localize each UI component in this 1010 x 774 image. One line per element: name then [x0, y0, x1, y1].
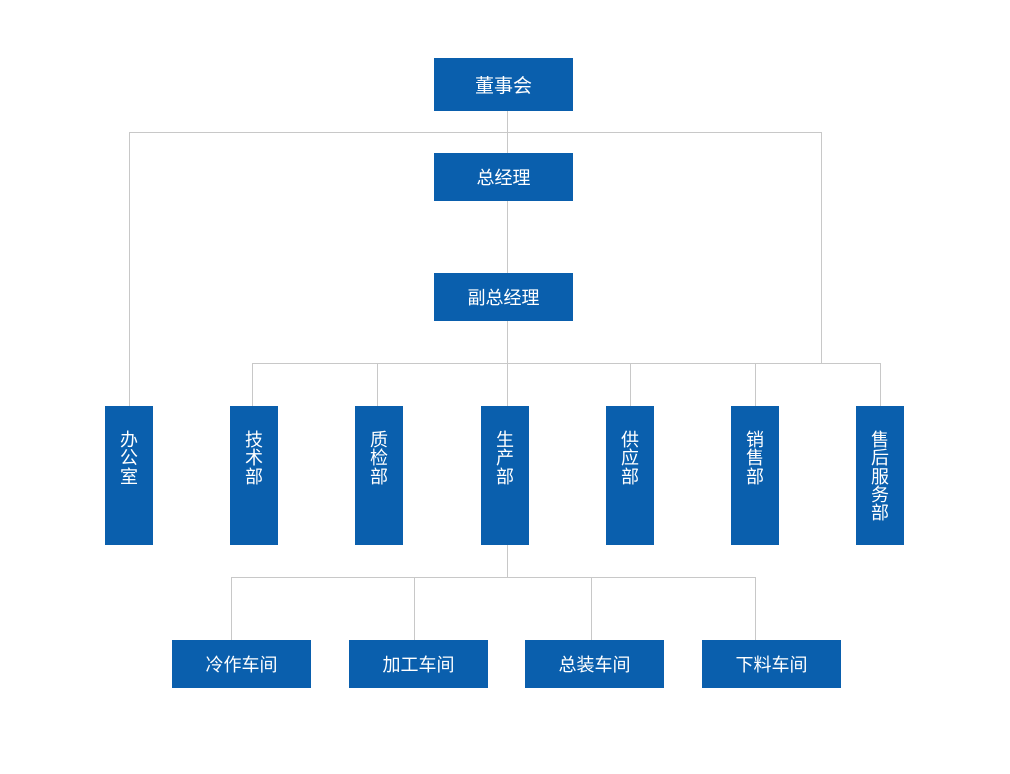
node-label: 供应部: [620, 430, 639, 488]
node-label: 销售部: [745, 430, 764, 488]
node-label: 总装车间: [558, 655, 631, 676]
connector-line: [507, 111, 508, 406]
connector-line: [377, 363, 378, 406]
node-label: 冷作车间: [205, 655, 278, 676]
node-label: 质检部: [369, 430, 388, 488]
node-dept-sales: 销售部: [731, 406, 779, 545]
connector-line: [821, 132, 822, 363]
node-label: 加工车间: [382, 655, 455, 676]
node-label: 技术部: [244, 430, 263, 488]
connector-line: [252, 363, 881, 364]
connector-line: [507, 545, 508, 577]
node-label: 生产部: [495, 430, 514, 488]
connector-line: [231, 577, 756, 578]
node-label: 董事会: [474, 75, 532, 97]
connector-line: [231, 577, 232, 640]
connector-line: [591, 577, 592, 640]
node-dept-qc: 质检部: [355, 406, 403, 545]
node-deputy-gm: 副总经理: [434, 273, 573, 321]
node-dept-office: 办公室: [105, 406, 153, 545]
connector-line: [755, 577, 756, 640]
connector-line: [630, 363, 631, 406]
node-dept-supply: 供应部: [606, 406, 654, 545]
node-workshop: 加工车间: [349, 640, 488, 688]
node-gm: 总经理: [434, 153, 573, 201]
connector-line: [414, 577, 415, 640]
node-label: 副总经理: [467, 288, 540, 309]
node-workshop: 下料车间: [702, 640, 841, 688]
connector-line: [755, 363, 756, 406]
node-dept-tech: 技术部: [230, 406, 278, 545]
connector-line: [252, 363, 253, 406]
node-workshop: 冷作车间: [172, 640, 311, 688]
node-label: 总经理: [476, 168, 531, 189]
node-dept-production: 生产部: [481, 406, 529, 545]
connector-line: [129, 132, 822, 133]
node-label: 办公室: [119, 430, 138, 488]
node-label: 下料车间: [735, 655, 808, 676]
node-label: 售后服务部: [870, 430, 889, 525]
node-board: 董事会: [434, 58, 573, 111]
node-workshop: 总装车间: [525, 640, 664, 688]
node-dept-after-sales: 售后服务部: [856, 406, 904, 545]
connector-line: [129, 132, 130, 406]
connector-line: [880, 363, 881, 406]
